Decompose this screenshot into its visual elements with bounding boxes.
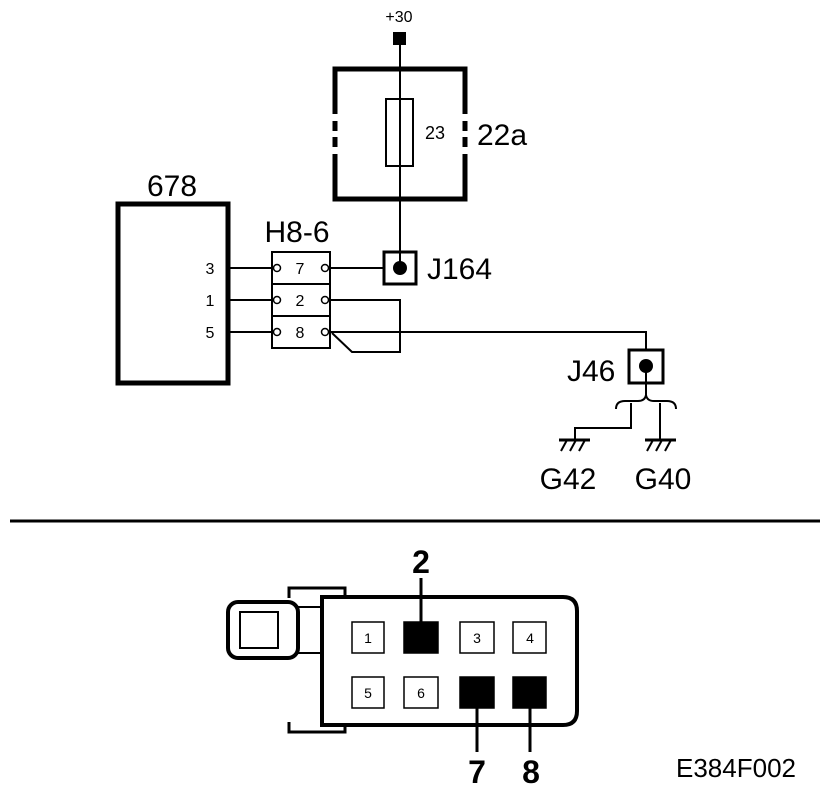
junction-j164-box [382, 250, 418, 286]
ground-g42-label: G42 [540, 463, 597, 496]
ground-g42-hatch [560, 439, 586, 452]
face-pin-1 [351, 621, 385, 654]
fuse-box-id: 22a [477, 119, 527, 152]
face-pin-8 [512, 676, 547, 709]
module-pin-label: 5 [206, 325, 215, 342]
callout-pin-7: 7 [468, 754, 486, 790]
terminal-circle [320, 295, 330, 305]
face-pin-label: 3 [473, 630, 481, 646]
cavity-label: 8 [296, 325, 305, 342]
terminal-circle [272, 263, 282, 273]
control-module-box [115, 201, 231, 386]
junction-j164-dot [393, 261, 407, 275]
ground-brace [615, 394, 677, 410]
terminal-circle [272, 295, 282, 305]
face-top-flange [287, 586, 347, 598]
callout-pin-8: 8 [522, 754, 540, 790]
face-latch-window [239, 611, 279, 649]
face-body-outline [320, 595, 579, 727]
junction-j164-label: J164 [427, 253, 492, 286]
face-pin-label: 4 [526, 630, 534, 646]
ground-g40-hatch [646, 439, 672, 452]
terminal-circle [320, 263, 330, 273]
connector-id: H8-6 [264, 216, 329, 249]
supply-label: +30 [385, 9, 412, 26]
face-pin-3 [459, 621, 495, 654]
face-pin-2 [403, 621, 439, 654]
supply-terminal [393, 32, 406, 45]
face-pin-7 [459, 676, 495, 709]
ground-g40-label: G40 [635, 463, 692, 496]
module-pin-label: 3 [206, 261, 215, 278]
face-pin-label: 5 [364, 685, 372, 701]
terminal-circle [272, 327, 282, 337]
face-pin-4 [512, 621, 547, 654]
module-pin-label: 1 [206, 293, 215, 310]
fuse-box-outline [332, 66, 468, 202]
face-pin-5 [351, 676, 385, 709]
cavity-label: 2 [296, 293, 305, 310]
terminal-circle [320, 327, 330, 337]
control-module-id: 678 [147, 170, 197, 203]
face-pin-label: 1 [364, 630, 372, 646]
callout-pin-2: 2 [412, 544, 430, 580]
cavity-label: 7 [296, 261, 305, 278]
face-bottom-flange [287, 722, 347, 734]
fuse-element [385, 98, 414, 167]
bridge-wire [329, 299, 401, 353]
face-pin-label: 6 [417, 685, 425, 701]
junction-j46-label: J46 [567, 355, 615, 388]
face-latch [226, 600, 300, 660]
j46-wire [329, 331, 647, 350]
face-pin-6 [403, 676, 439, 709]
fuse-number: 23 [425, 123, 445, 143]
figure-id: E384F002 [676, 753, 796, 783]
ground-g42-wire [574, 403, 632, 440]
